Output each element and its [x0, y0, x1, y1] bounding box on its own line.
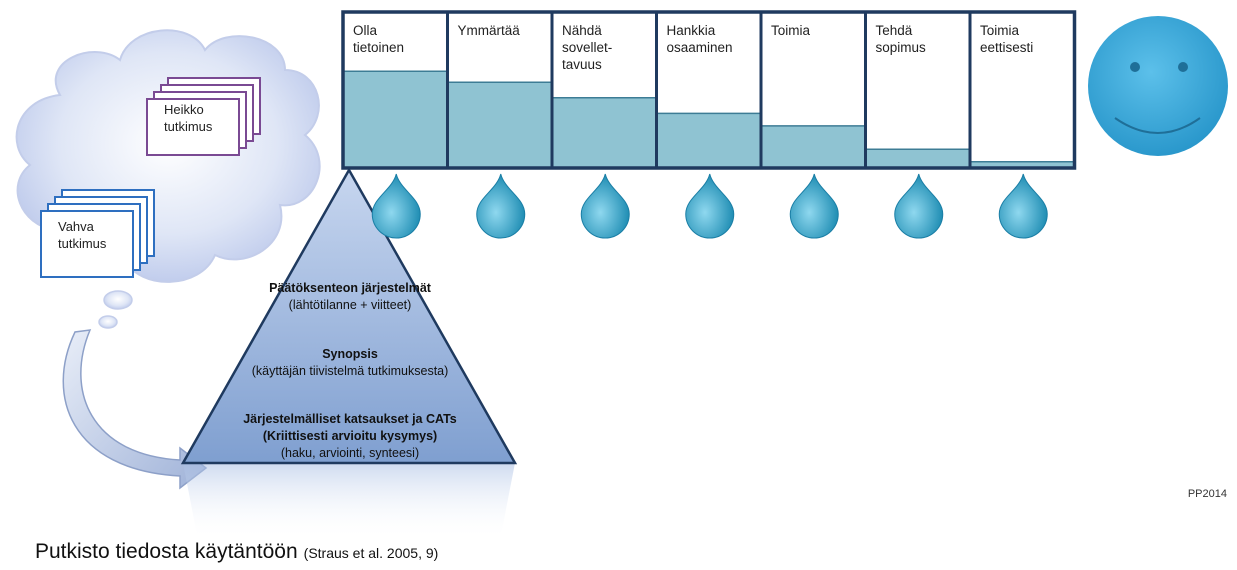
curved-arrow-icon	[62, 329, 208, 490]
pyramid-level-3: Järjestelmälliset katsaukset ja CATs (Kr…	[190, 411, 510, 462]
pipeline-stage	[655, 10, 763, 239]
weak-research-label: Heikko tutkimus	[164, 102, 213, 134]
pipeline	[341, 10, 1077, 239]
pyramid-level-2: Synopsis (käyttäjän tiivistelmä tutkimuk…	[190, 346, 510, 380]
pyramid-level-3-title-2: (Kriittisesti arvioitu kysymys)	[262, 429, 438, 443]
stage-water-level	[552, 97, 657, 168]
water-drop-icon	[789, 173, 839, 239]
strong-research-label: Vahva tutkimus	[58, 219, 107, 251]
pipeline-frame	[341, 10, 1077, 170]
pyramid-level-1-title: Päätöksenteon järjestelmät	[269, 281, 431, 295]
stage-water-level	[970, 161, 1075, 168]
pyramid-level-3-title: Järjestelmälliset katsaukset ja CATs	[243, 412, 457, 426]
pyramid-level-2-subtitle: (käyttäjän tiivistelmä tutkimuksesta)	[251, 364, 449, 378]
water-drop-icon	[894, 173, 944, 239]
water-drop-icon	[371, 173, 421, 239]
pipeline-stage	[446, 10, 554, 239]
pyramid-level-1: Päätöksenteon järjestelmät (lähtötilanne…	[200, 280, 500, 314]
stage-water-level	[865, 149, 970, 168]
stage-cell-background	[970, 12, 1075, 168]
pipeline-stage-label: Tehdä sopimus	[875, 23, 926, 55]
pipeline-stage-label: Ymmärtää	[457, 23, 520, 38]
stage-cell-background	[865, 12, 970, 168]
caption-reference: (Straus et al. 2005, 9)	[303, 545, 439, 561]
pyramid-level-2-title: Synopsis	[322, 347, 378, 361]
evidence-pyramid	[180, 167, 518, 465]
credit-label: PP2014	[1187, 488, 1227, 500]
stage-water-level	[343, 71, 448, 168]
pipeline-stage-label: Toimia	[771, 23, 811, 38]
smiley-face-icon	[1088, 16, 1228, 156]
page-caption: Putkisto tiedosta käytäntöön (Straus et a…	[35, 540, 438, 564]
stage-water-level	[656, 113, 761, 168]
water-drop-icon	[476, 173, 526, 239]
pipeline-stage	[550, 10, 658, 239]
strong-research-document-icon	[40, 189, 155, 278]
stage-water-level	[447, 82, 552, 168]
weak-research-document-icon	[146, 77, 261, 156]
water-drop-icon	[685, 173, 735, 239]
pipeline-stage	[341, 10, 449, 239]
pyramid-reflection	[183, 463, 515, 540]
pipeline-stage-label: Toimia eettisesti	[980, 23, 1034, 55]
pipeline-stage-label: Olla tietoinen	[353, 23, 405, 55]
pipeline-stage	[968, 10, 1076, 239]
stage-water-level	[761, 125, 866, 168]
water-drop-icon	[998, 173, 1048, 239]
pipeline-stage-label: Hankkia osaaminen	[666, 23, 733, 55]
water-drop-icon	[580, 173, 630, 239]
pipeline-stage-label: Nähdä sovellet- tavuus	[562, 23, 613, 72]
pyramid-level-3-subtitle: (haku, arviointi, synteesi)	[280, 446, 420, 460]
caption-title: Putkisto tiedosta käytäntöön	[35, 540, 298, 563]
pipeline-stage	[759, 10, 867, 239]
pyramid-level-1-subtitle: (lähtötilanne + viitteet)	[288, 298, 412, 312]
